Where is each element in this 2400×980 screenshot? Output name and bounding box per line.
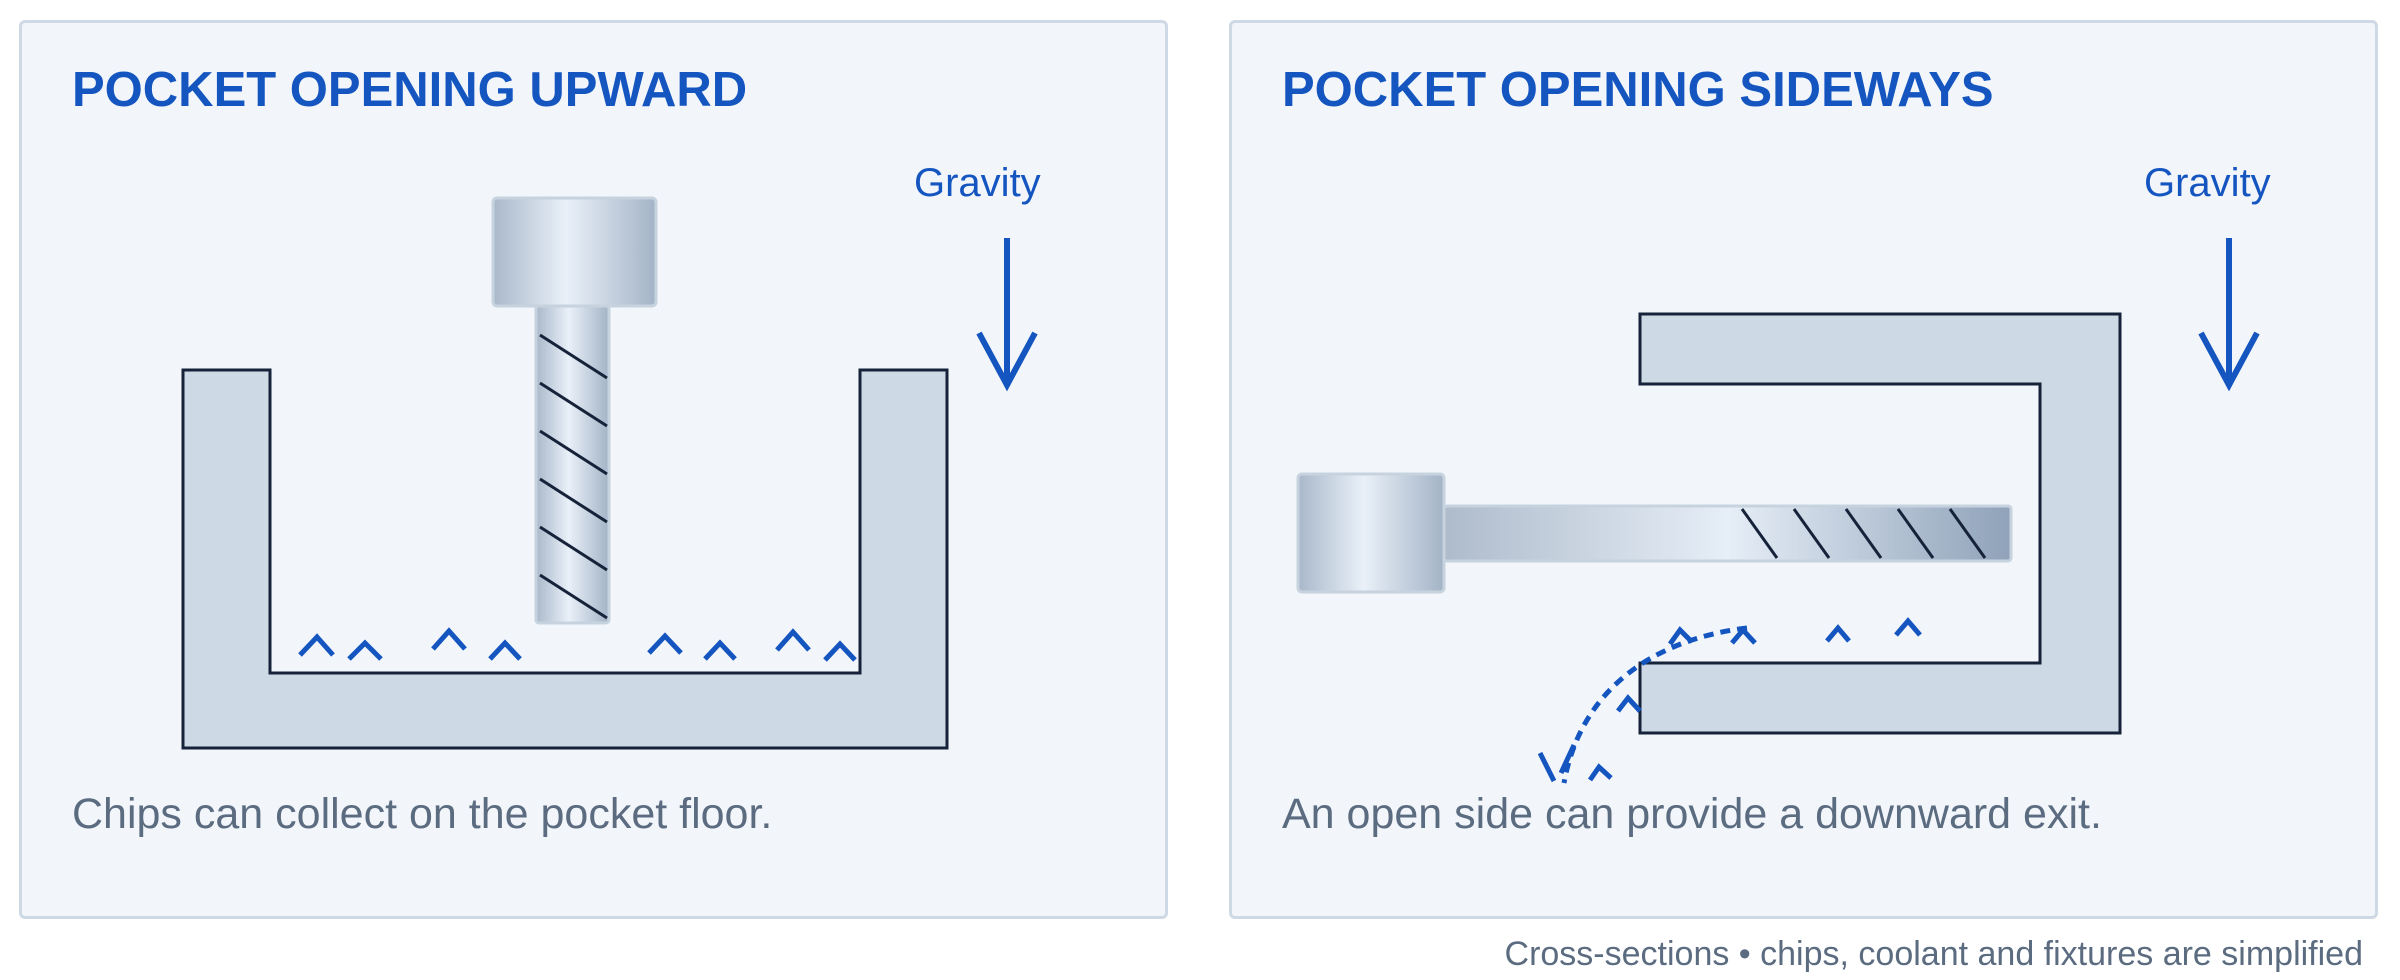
gravity-label-right: Gravity xyxy=(2144,161,2271,205)
tool-shank xyxy=(534,304,611,625)
panel-title-upward: POCKET OPENING UPWARD xyxy=(72,63,748,117)
end-mill-vertical xyxy=(491,196,658,625)
chips-falling xyxy=(1537,617,1922,784)
sideways-pocket-illustration xyxy=(1296,238,2260,784)
panel-upward: POCKET OPENING UPWARD Gravity xyxy=(19,20,1168,919)
panel-title-sideways: POCKET OPENING SIDEWAYS xyxy=(1282,63,1994,117)
chips-on-floor xyxy=(298,627,857,662)
u-pocket-workpiece xyxy=(181,368,949,750)
tool-holder-side xyxy=(1296,472,1446,594)
flute-lines-side xyxy=(1740,508,1987,559)
footnote: Cross-sections • chips, coolant and fixt… xyxy=(1504,935,2363,973)
c-pocket-workpiece xyxy=(1638,312,2122,735)
panel-sideways: POCKET OPENING SIDEWAYS Gravity xyxy=(1229,20,2378,919)
end-mill-horizontal xyxy=(1296,472,2013,594)
flute-lines xyxy=(539,333,608,620)
gravity-label-left: Gravity xyxy=(914,161,1041,205)
tool-shank-side xyxy=(1442,504,2013,563)
tool-holder xyxy=(491,196,658,308)
panel-caption-upward: Chips can collect on the pocket floor. xyxy=(72,790,773,838)
gravity-arrow-right xyxy=(2198,238,2260,392)
upward-pocket-illustration xyxy=(181,196,1038,750)
panel-caption-sideways: An open side can provide a downward exit… xyxy=(1282,790,2102,838)
gravity-arrow-left xyxy=(976,238,1038,392)
